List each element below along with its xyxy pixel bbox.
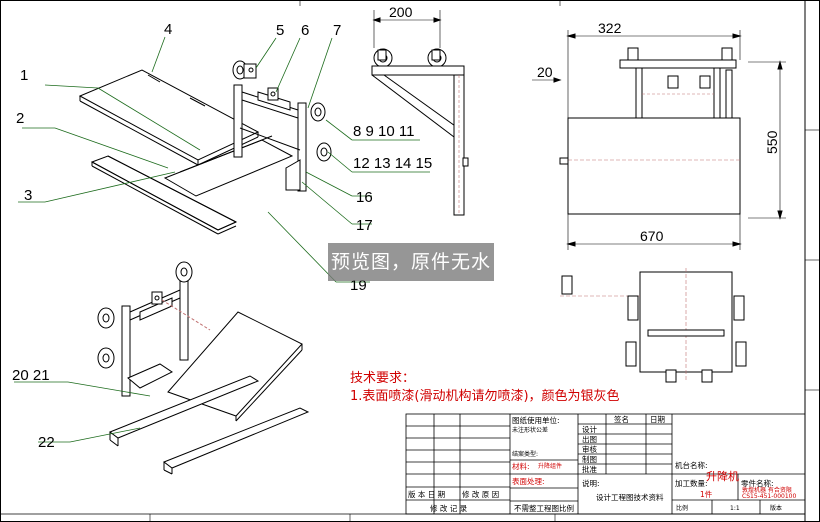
dim-front-total: 670 (640, 228, 664, 244)
watermark-text: 预览图，原件无水印 (330, 251, 491, 311)
tb-date: 日期 (650, 415, 665, 424)
tb-design: 设计 (582, 424, 597, 434)
part-label-1: 3 (24, 187, 32, 204)
part-label-7: 7 (333, 22, 341, 39)
part-label-16: 16 (356, 189, 373, 206)
tb-project-label: 结案类型: (512, 450, 538, 458)
part-label-2: 2 (16, 110, 24, 127)
part-labels: 1 2 3 4 5 6 7 8 9 10 11 12 13 14 15 16 1… (12, 21, 432, 451)
tb-material-value: 升降组件 (538, 462, 562, 470)
tb-company: 敦煌机器 有合资限 (742, 486, 792, 494)
part-label-6: 6 (301, 22, 309, 39)
tb-part-no-label: 零件名称: (741, 478, 774, 488)
tb-sign: 签名 (614, 414, 629, 424)
side-view (371, 10, 469, 216)
tb-signature: 修 改 记 录 (430, 503, 468, 513)
part-label-22: 22 (38, 434, 55, 451)
part-label-4: 4 (164, 21, 172, 38)
part-label-3: 1 (20, 67, 28, 84)
tb-tolerance-title: 未注形状公差 (512, 426, 548, 434)
tb-notes-value: 设计工程图技术资料 (596, 492, 664, 502)
part-label-17: 17 (356, 217, 373, 234)
tb-scale-label: 比例 (676, 504, 688, 512)
tech-req-line1: 1.表面喷漆(滑动机构请勿喷漆)，颜色为银灰色 (350, 388, 620, 404)
tb-unit-label: 图纸使用单位: (512, 415, 560, 425)
top-view (560, 268, 747, 383)
iso-view-lower (97, 261, 310, 475)
leader-lines-lower (14, 381, 151, 443)
tb-name-label: 机台名称: (675, 460, 708, 470)
tb-drawn: 出图 (582, 434, 597, 444)
watermark-box (328, 243, 494, 281)
part-label-20-21: 20 21 (12, 367, 50, 384)
tb-approve: 批准 (582, 464, 597, 474)
tech-req-title: 技术要求： (350, 371, 415, 386)
tb-material-label: 材料: (512, 461, 530, 471)
part-label-8-11: 8 9 10 11 (353, 123, 414, 140)
front-view (532, 30, 786, 250)
dim-top-width: 200 (389, 4, 413, 20)
tb-version: 版 本 日 期 (408, 489, 445, 499)
tb-notes-label: 说明: (582, 478, 600, 488)
tb-drawing-name: 升降机 (706, 469, 739, 483)
part-label-19: 19 (350, 277, 367, 294)
tb-part-no-value: CS15-451-000100 (742, 493, 797, 500)
part-label-12-15: 12 13 14 15 (353, 155, 432, 172)
title-block (405, 413, 806, 515)
dim-front-height: 550 (764, 130, 780, 154)
tb-qty-label: 加工数量: (675, 478, 708, 488)
tb-qty-value: 1件 (700, 489, 713, 499)
part-label-5: 5 (276, 22, 284, 39)
tb-control: 制图 (582, 454, 597, 464)
tb-surface-label: 表面处理: (512, 476, 545, 486)
dim-front-offset: 20 (537, 64, 553, 80)
tb-change: 修 改 原 因 (462, 489, 499, 499)
tb-not-engineer: 不需整工程图比例 (514, 503, 574, 513)
leader-lines-upper (18, 36, 430, 283)
iso-view-upper (78, 60, 332, 240)
title-block-text: 图纸使用单位: 结案类型: 材料: 升降组件 表面处理: 不需整工程图比例 签名… (408, 414, 797, 513)
tb-review: 审核 (582, 444, 597, 454)
tb-sheet-label: 版本 (770, 504, 782, 512)
tb-scale-value: 1:1 (730, 505, 740, 512)
dim-front-width: 322 (598, 20, 622, 36)
